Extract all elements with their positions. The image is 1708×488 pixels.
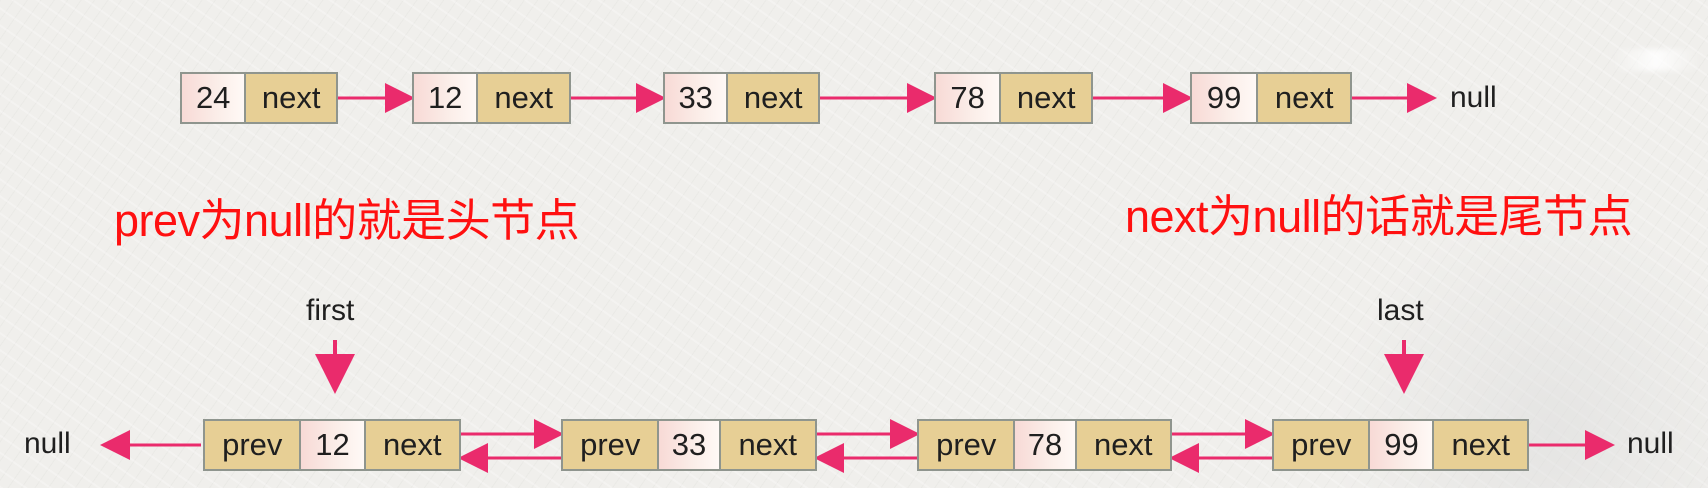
node-prev-label: prev xyxy=(205,421,302,469)
left-caption: prev为null的就是头节点 xyxy=(114,195,580,246)
node-value: 78 xyxy=(936,74,1002,122)
doubly-node-99: prev 99 next xyxy=(1272,419,1529,471)
node-next-label: next xyxy=(478,74,569,122)
doubly-tail-null-label: null xyxy=(1627,427,1674,460)
node-value: 78 xyxy=(1015,421,1077,469)
watermark-blur xyxy=(1612,49,1700,71)
singly-node-24: 24 next xyxy=(180,72,338,124)
node-next-label: next xyxy=(1434,421,1527,469)
right-caption: next为null的话就是尾节点 xyxy=(1125,191,1633,242)
node-next-label: next xyxy=(246,74,336,122)
singly-node-99: 99 next xyxy=(1190,72,1352,124)
last-marker-label: last xyxy=(1377,294,1424,327)
node-value: 24 xyxy=(182,74,247,122)
singly-node-33: 33 next xyxy=(663,72,820,124)
node-next-label: next xyxy=(1001,74,1091,122)
singly-node-78: 78 next xyxy=(934,72,1093,124)
node-value: 12 xyxy=(301,421,366,469)
node-next-label: next xyxy=(728,74,818,122)
singly-node-12: 12 next xyxy=(412,72,571,124)
doubly-head-null-label: null xyxy=(24,427,71,460)
node-next-label: next xyxy=(720,421,815,469)
node-prev-label: prev xyxy=(1274,421,1371,469)
first-marker-label: first xyxy=(306,294,355,327)
doubly-node-12: prev 12 next xyxy=(203,419,461,471)
doubly-node-33: prev 33 next xyxy=(561,419,817,471)
node-prev-label: prev xyxy=(563,421,660,469)
node-prev-label: prev xyxy=(919,421,1016,469)
node-next-label: next xyxy=(1258,74,1350,122)
node-value: 99 xyxy=(1370,421,1435,469)
node-value: 33 xyxy=(665,74,729,122)
singly-tail-null-label: null xyxy=(1450,81,1497,114)
node-next-label: next xyxy=(365,421,459,469)
node-value: 12 xyxy=(414,74,479,122)
node-value: 99 xyxy=(1192,74,1259,122)
marker-arrows xyxy=(315,340,1424,394)
node-value: 33 xyxy=(659,421,721,469)
doubly-node-78: prev 78 next xyxy=(917,419,1172,471)
node-next-label: next xyxy=(1076,421,1170,469)
